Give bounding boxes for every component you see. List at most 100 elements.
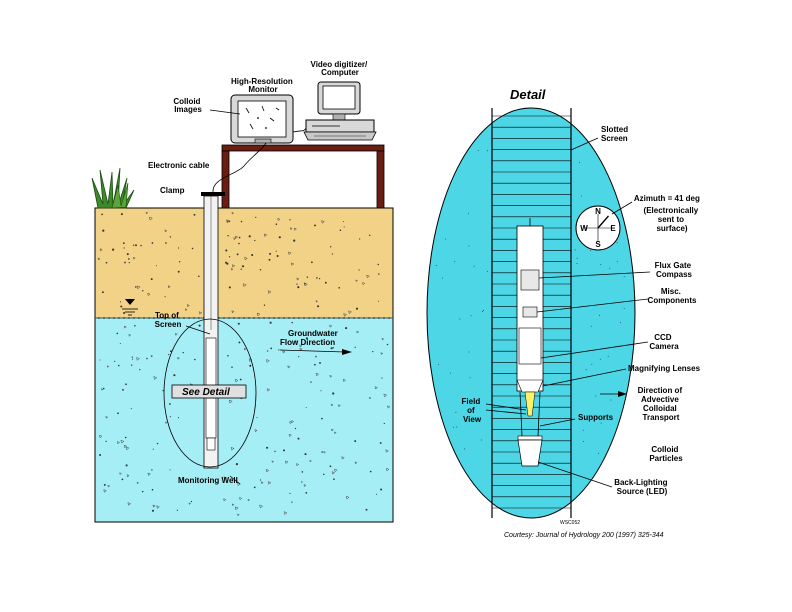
- speckle: [131, 356, 133, 358]
- speckle: [123, 247, 125, 249]
- magnifying-lenses-label: Magnifying Lenses: [628, 364, 701, 373]
- speckle: [319, 361, 321, 364]
- left-panel: See Detail High-Resolution Monitor Video…: [91, 60, 394, 523]
- speckle: [248, 358, 253, 363]
- high-res-monitor-label: High-Resolution Monitor: [231, 77, 295, 94]
- speckle: [124, 261, 126, 264]
- speckle: [147, 472, 151, 476]
- leader-slotted-screen: [570, 137, 599, 151]
- speckle: [277, 218, 281, 221]
- speckle: [368, 234, 371, 237]
- speckle: [288, 433, 292, 437]
- monitoring-well: [203, 195, 219, 469]
- speckle: [177, 417, 180, 419]
- speckle: [151, 469, 153, 471]
- leader-misc: [536, 298, 649, 313]
- speckle: [117, 364, 120, 367]
- speckle: [338, 286, 341, 289]
- speckle: [240, 220, 243, 223]
- colloid-particle: [467, 212, 469, 214]
- speckle: [156, 442, 159, 445]
- speckle: [332, 392, 335, 395]
- speckle: [321, 220, 325, 224]
- speckle: [168, 354, 170, 356]
- speckle: [323, 451, 327, 454]
- speckle: [149, 216, 153, 221]
- colloid-particle: [472, 409, 474, 410]
- speckle: [226, 220, 230, 224]
- speckle: [186, 304, 190, 308]
- speckle: [169, 403, 171, 405]
- speckle: [376, 493, 378, 495]
- speckle: [315, 300, 319, 303]
- speckle: [147, 292, 151, 297]
- colloid-particle: [486, 270, 488, 272]
- speckle: [354, 440, 357, 443]
- speckle: [282, 350, 286, 354]
- speckle: [287, 365, 291, 369]
- speckle: [130, 364, 133, 366]
- speckle: [119, 472, 122, 475]
- speckle: [119, 342, 121, 345]
- colloid-particle: [574, 249, 576, 251]
- speckle: [299, 344, 303, 348]
- speckle: [248, 235, 251, 238]
- speckle: [165, 421, 168, 424]
- speckle: [249, 364, 252, 367]
- top-of-screen-label: Top of Screen: [155, 311, 182, 329]
- speckle: [223, 498, 227, 502]
- speckle: [283, 449, 285, 452]
- speckle: [234, 378, 239, 383]
- speckle: [343, 226, 345, 228]
- flux-gate-label: Flux Gate Compass: [655, 261, 694, 279]
- speckle: [341, 456, 345, 460]
- speckle: [140, 244, 142, 247]
- speckle: [355, 279, 358, 282]
- speckle: [293, 239, 296, 242]
- speckle: [121, 478, 124, 481]
- back-lighting-label: Back-Lighting Source (LED): [614, 478, 670, 496]
- speckle: [339, 229, 342, 231]
- speckle: [244, 256, 248, 261]
- speckle: [225, 249, 228, 252]
- speckle: [366, 274, 370, 279]
- speckle: [317, 305, 320, 308]
- groundwater-flow-label: Groundwater Flow Direction: [280, 329, 340, 347]
- speckle: [103, 483, 106, 486]
- speckle: [320, 390, 322, 392]
- speckle: [266, 350, 269, 352]
- speckle: [99, 454, 102, 456]
- equipment-table: [221, 144, 385, 209]
- detail-ellipse: [163, 318, 257, 468]
- speckle: [294, 427, 297, 430]
- speckle: [386, 467, 390, 472]
- speckle: [99, 248, 103, 252]
- speckle: [239, 378, 242, 381]
- misc-components-label: Misc. Components: [648, 287, 697, 305]
- speckle: [190, 500, 193, 503]
- speckle: [126, 253, 129, 256]
- speckle: [296, 277, 300, 281]
- speckle: [198, 311, 203, 315]
- speckle: [178, 247, 180, 249]
- colloid-particle: [610, 399, 612, 401]
- speckle: [127, 502, 132, 506]
- figure-id: WSC052: [560, 520, 580, 526]
- speckle: [156, 505, 160, 509]
- speckle: [238, 236, 241, 239]
- speckle: [291, 501, 293, 503]
- speckle: [259, 504, 264, 509]
- electronic-cable: [212, 142, 267, 193]
- colloid-particles: [435, 150, 625, 454]
- speckle: [379, 442, 382, 444]
- speckle: [374, 386, 378, 390]
- colloid-particle: [579, 162, 580, 163]
- speckle: [107, 484, 111, 488]
- detail-panel: Detail N W S: [426, 87, 701, 539]
- speckle: [136, 357, 140, 361]
- speckle: [238, 341, 241, 344]
- speckle: [232, 264, 236, 268]
- speckle: [267, 290, 272, 294]
- speckle: [295, 340, 298, 343]
- soil-speckles: [97, 211, 380, 317]
